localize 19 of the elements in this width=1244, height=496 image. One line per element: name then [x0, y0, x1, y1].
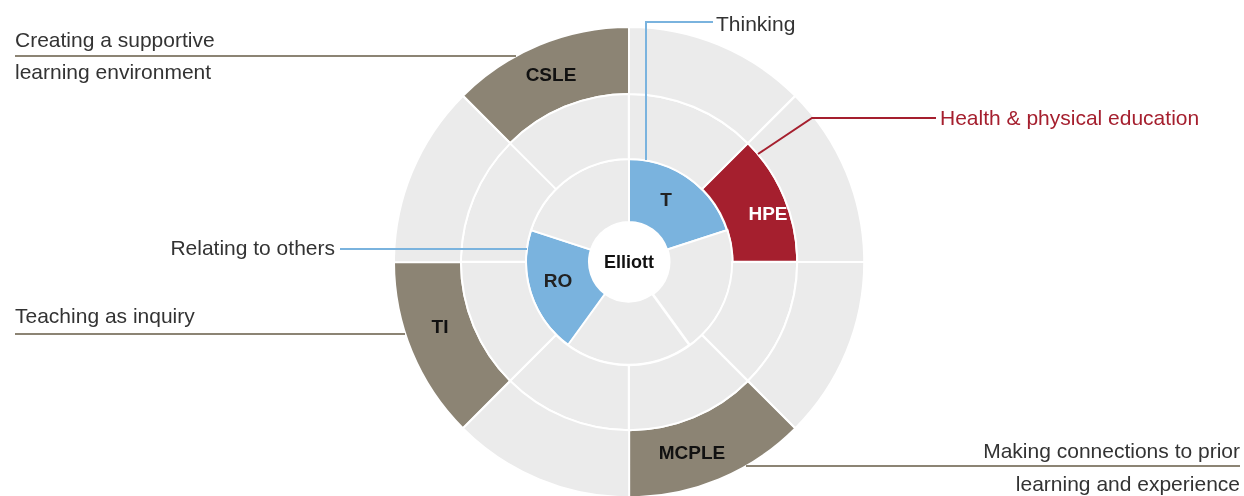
segment-label: TI — [431, 316, 449, 338]
leader-line — [757, 117, 937, 155]
callout-text: Creating a supportive learning environment — [15, 27, 216, 85]
leader-line — [645, 21, 714, 161]
leader-line — [14, 55, 517, 57]
segment-label: CSLE — [525, 64, 577, 86]
segment-label: T — [660, 189, 672, 211]
callout-text: Teaching as inquiry — [15, 303, 195, 329]
leader-line — [339, 248, 528, 250]
leader-line — [14, 333, 406, 335]
callout-text: Making connections to prior learning and experience — [982, 438, 1240, 496]
segment-label: MCPLE — [658, 442, 726, 464]
callout-text: Relating to others — [170, 235, 335, 261]
leader-line — [745, 465, 1241, 467]
callout-text: Thinking — [716, 11, 796, 37]
callout-text: Health & physical education — [940, 105, 1200, 131]
segment-label: RO — [543, 270, 573, 292]
segment-label: HPE — [748, 203, 788, 225]
center-label: Elliott — [604, 251, 654, 273]
